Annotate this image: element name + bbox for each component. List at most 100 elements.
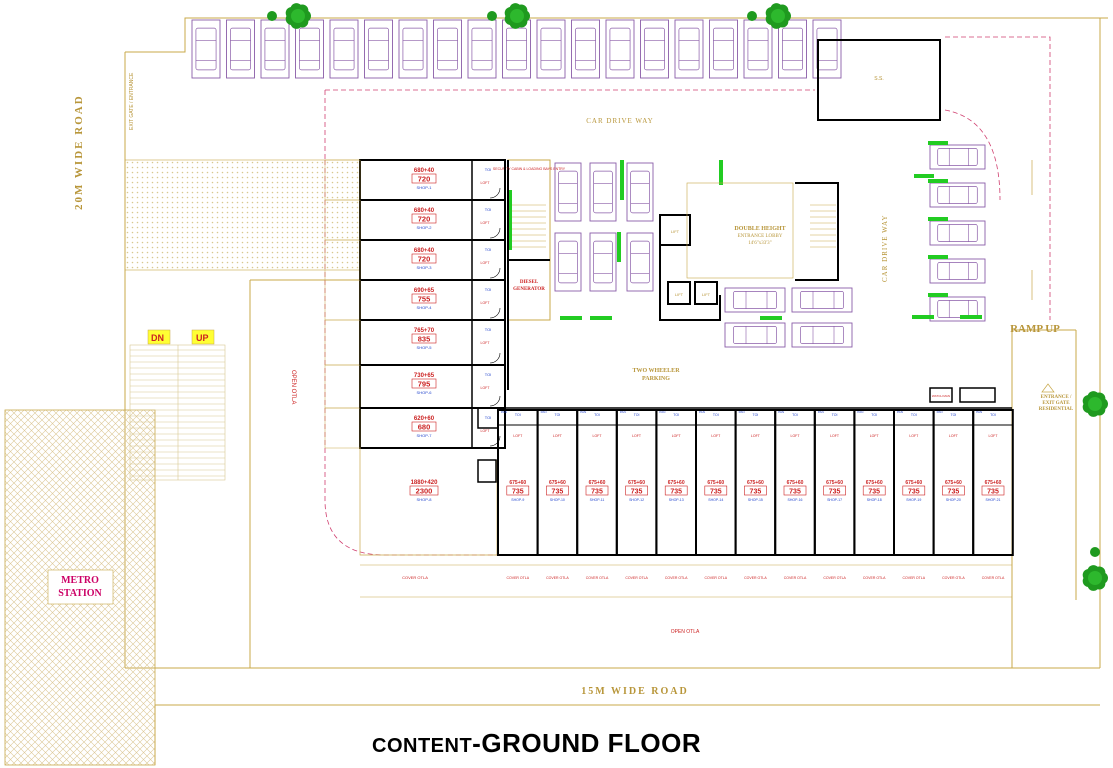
toilet-label: TOI [673, 413, 679, 417]
car-icon [743, 19, 773, 79]
shop-name: SHOP-18 [867, 498, 882, 502]
shop-dim: 675+60 [945, 480, 962, 486]
loft-label: LOFT [481, 181, 491, 185]
diesel-label-2: GENERATOR [513, 287, 545, 292]
covered-otla-label: COVER OTLA [546, 576, 569, 580]
loft-label: LOFT [481, 386, 491, 390]
green-marker [760, 316, 782, 320]
shop-area: 735 [908, 489, 920, 496]
lobby-stairs [810, 204, 836, 248]
pan-label: PAN [818, 410, 824, 414]
loft-label: LOFT [989, 434, 999, 438]
shop-dim: 675+60 [826, 480, 843, 486]
green-marker [928, 179, 948, 183]
car-drive-right-label: CAR DRIVE WAY [881, 215, 889, 282]
loft-label: LOFT [481, 221, 491, 225]
toilet-label: TOI [555, 413, 561, 417]
car-icon [589, 232, 617, 292]
shop-name: SHOP-11 [590, 498, 605, 502]
toilet-label: TOI [485, 207, 492, 212]
shop-dim: 765+70 [414, 328, 435, 334]
door-swing [489, 307, 501, 319]
entrance-res-label-2: EXIT GATE [1042, 401, 1070, 406]
shop-name: SHOP-5 [417, 345, 433, 350]
car-icon [467, 19, 497, 79]
car-icon [589, 162, 617, 222]
shop-area: 735 [670, 489, 682, 496]
loft-label: LOFT [553, 434, 563, 438]
shop-area: 735 [987, 489, 999, 496]
open-otla-side-label: OPEN OTLA [290, 370, 296, 404]
covered-otla-label: COVER OTLA [903, 576, 926, 580]
shop-area: 720 [418, 215, 431, 224]
lobby-label-3: 14'6"x33'3" [748, 241, 771, 246]
toilet-label: TOI [753, 413, 759, 417]
watchman-cabin [929, 387, 953, 403]
left-shops: 680+40720SHOP-1TOILOFT680+40720SHOP-2TOI… [324, 159, 506, 556]
ramp-up-label: RAMP UP [1010, 323, 1060, 335]
shop-area: 735 [710, 489, 722, 496]
green-marker [508, 190, 512, 250]
shop-name: SHOP-3 [417, 265, 433, 270]
shop-name: SHOP-15 [748, 498, 763, 502]
shop-area: 735 [591, 489, 603, 496]
toilet-label: TOI [485, 167, 492, 172]
lift-label-3: LIFT [702, 292, 711, 297]
car-icon [191, 19, 221, 79]
shop-name: SHOP-9 [511, 498, 524, 502]
sub-station [817, 39, 941, 121]
car-icon [929, 220, 986, 246]
toilet-label: TOI [485, 287, 492, 292]
covered-otla-label: COVER OTLA [942, 576, 965, 580]
shop-name: SHOP-1 [417, 185, 433, 190]
shop-dim: 675+60 [707, 480, 724, 486]
dn-badge-box [147, 329, 171, 345]
shop-dim: 675+60 [668, 480, 685, 486]
covered-otla-label: COVER OTLA [665, 576, 688, 580]
covered-otla-label: COVER OTLA [784, 576, 807, 580]
pan-label: PAN [501, 410, 507, 414]
pan-label: PAN [857, 410, 863, 414]
hatch-zone-top-left [124, 159, 361, 271]
toilet-label: TOI [951, 413, 957, 417]
car-icon [260, 19, 290, 79]
toilet-label: TOI [871, 413, 877, 417]
tree-icon [285, 3, 311, 29]
bottom-road-label: 15M WIDE ROAD [581, 686, 688, 697]
tree-icon [1082, 565, 1108, 591]
title-dash: - [472, 728, 482, 758]
shop-name: SHOP-16 [788, 498, 803, 502]
shop-name: SHOP-10 [550, 498, 565, 502]
green-marker [928, 255, 948, 259]
toilet-label: TOI [485, 327, 492, 332]
two-wheeler-label: TWO WHEELER [632, 368, 680, 374]
shop-name: SHOP-7 [417, 433, 433, 438]
car-icon [364, 19, 393, 79]
car-icon [605, 19, 635, 79]
pan-label: PAN [937, 410, 943, 414]
stair-block-left [129, 344, 226, 481]
shop-dim: 675+60 [905, 480, 922, 486]
security-label: SECURITY CABIN & LOADING BAYS ENTRY [493, 167, 566, 171]
toilet-label: TOI [594, 413, 600, 417]
covered-otla-label: COVER OTLA [744, 576, 767, 580]
pan-label: PAN [897, 410, 903, 414]
loft-label: LOFT [513, 434, 523, 438]
shop-area: 720 [418, 255, 431, 264]
shop-dim: 675+60 [866, 480, 883, 486]
shop-area: 735 [948, 489, 960, 496]
loft-label: LOFT [593, 434, 603, 438]
shop-area: 735 [750, 489, 762, 496]
